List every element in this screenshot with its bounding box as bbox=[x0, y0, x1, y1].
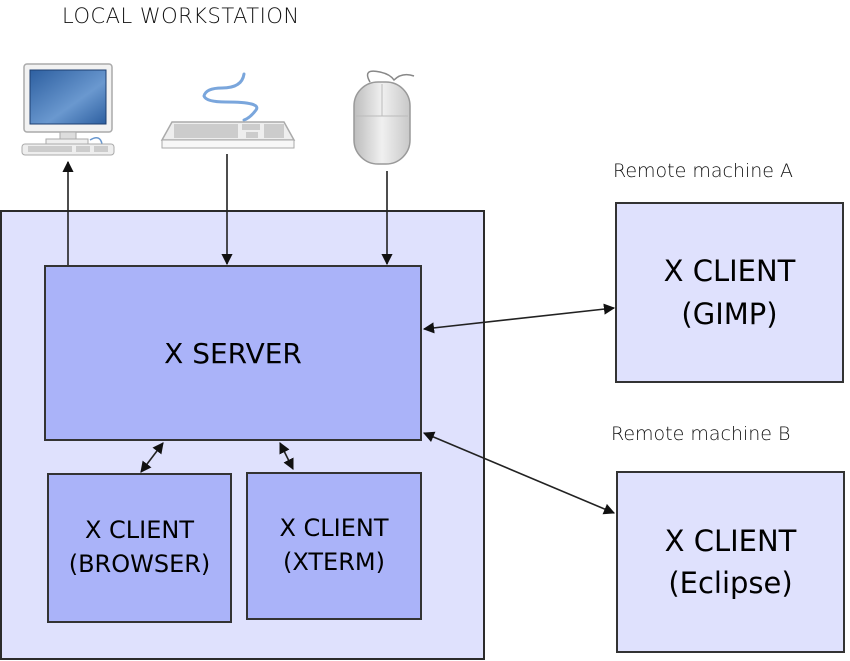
client-name: X CLIENT bbox=[84, 516, 195, 545]
x-client-xterm-box: X CLIENT (XTERM) bbox=[246, 472, 422, 620]
client-name: X CLIENT bbox=[279, 514, 389, 543]
monitor-icon bbox=[21, 63, 115, 156]
x-client-gimp-box: X CLIENT (GIMP) bbox=[615, 202, 844, 383]
x-server-box: X SERVER bbox=[44, 265, 422, 441]
client-app: (XTERM) bbox=[283, 548, 385, 576]
x-client-eclipse-box: X CLIENT (Eclipse) bbox=[616, 471, 845, 653]
keyboard-icon bbox=[160, 72, 296, 149]
client-name: X CLIENT bbox=[663, 254, 796, 289]
remote-machine-a-label: Remote machine A bbox=[613, 160, 794, 182]
remote-machine-b-label: Remote machine B bbox=[611, 423, 791, 445]
mouse-icon bbox=[353, 70, 415, 165]
x-client-browser-box: X CLIENT (BROWSER) bbox=[47, 473, 232, 623]
client-app: (Eclipse) bbox=[668, 566, 793, 600]
diagram-title: LOCAL WORKSTATION bbox=[62, 4, 300, 28]
x-server-label: X SERVER bbox=[164, 336, 302, 370]
client-app: (GIMP) bbox=[681, 296, 778, 331]
client-app: (BROWSER) bbox=[68, 550, 211, 578]
client-name: X CLIENT bbox=[664, 523, 797, 558]
